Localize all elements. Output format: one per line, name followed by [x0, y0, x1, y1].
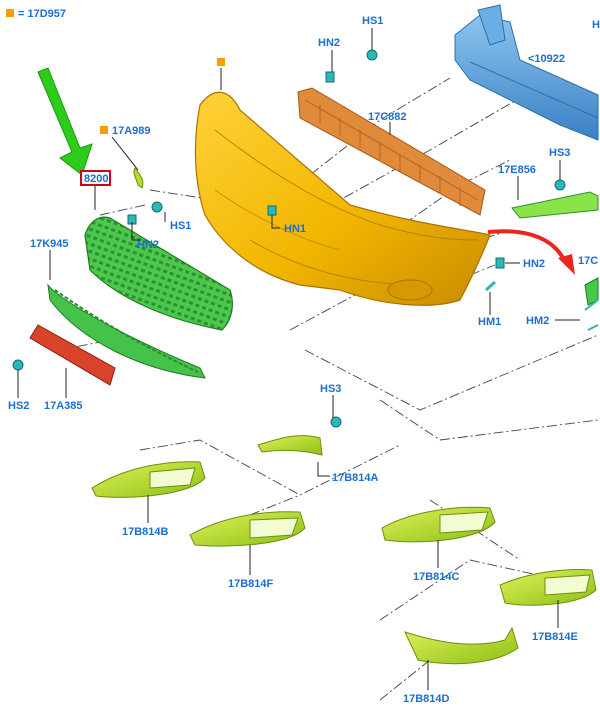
label-hn2-top: HN2	[318, 37, 340, 49]
label-hs3-right: HS3	[549, 147, 570, 159]
garnish-c	[381, 506, 496, 543]
label-17k945: 17K945	[30, 238, 69, 250]
label-17b814a: 17B814A	[332, 472, 379, 484]
label-17a989: 17A989	[112, 125, 151, 137]
label-17b814c: 17B814C	[413, 571, 460, 583]
garnish-d	[404, 626, 519, 665]
label-hs1-top: HS1	[362, 15, 383, 27]
label-17b814b: 17B814B	[122, 526, 169, 538]
legend-swatch	[6, 9, 14, 17]
highlight-code-text: 8200	[84, 173, 108, 185]
label-edge-h: H	[592, 19, 600, 31]
garnish-f	[189, 511, 306, 547]
label-hs2: HS2	[8, 400, 29, 412]
lower-grille-part	[29, 324, 116, 386]
label-hn2-right: HN2	[523, 258, 545, 270]
legend-text: = 17D957	[18, 8, 66, 20]
red-arrow	[487, 229, 575, 275]
label-hm2: HM2	[526, 315, 549, 327]
label-hm1: HM1	[478, 316, 501, 328]
label-17b814e: 17B814E	[532, 631, 578, 643]
label-reinforcement: <10922	[528, 53, 565, 65]
reinforcement-beam	[454, 4, 599, 141]
label-17c882: 17C882	[368, 111, 407, 123]
highlight-arrow	[37, 67, 93, 176]
right-edge-parts	[584, 277, 599, 331]
leader-lines	[17, 28, 580, 690]
label-17b814d: 17B814D	[403, 693, 450, 705]
bumper-cover	[194, 91, 491, 306]
upper-grille	[47, 216, 233, 379]
label-17a385: 17A385	[44, 400, 83, 412]
labels: HS1 HN2 <10922 H 17A989 17C882 HS3 17E85…	[8, 15, 600, 705]
legend: = 17D957	[6, 8, 66, 20]
highlight-box	[80, 170, 111, 186]
label-17c-edge: 17C	[578, 255, 598, 267]
right-bracket	[511, 191, 599, 219]
label-hs3-mid: HS3	[320, 383, 341, 395]
label-17b814f: 17B814F	[228, 578, 274, 590]
energy-absorber	[297, 87, 486, 216]
garnish-b	[91, 461, 206, 498]
garnish-a	[257, 435, 323, 456]
label-hs1-grille: HS1	[170, 220, 191, 232]
highlight-code: 8200	[80, 170, 111, 186]
label-hn1: HN1	[284, 223, 306, 235]
garnish-e	[499, 569, 597, 606]
label-17e856: 17E856	[498, 164, 536, 176]
fastener-clips	[12, 49, 566, 428]
label-hn2-grille: HN2	[137, 239, 159, 251]
